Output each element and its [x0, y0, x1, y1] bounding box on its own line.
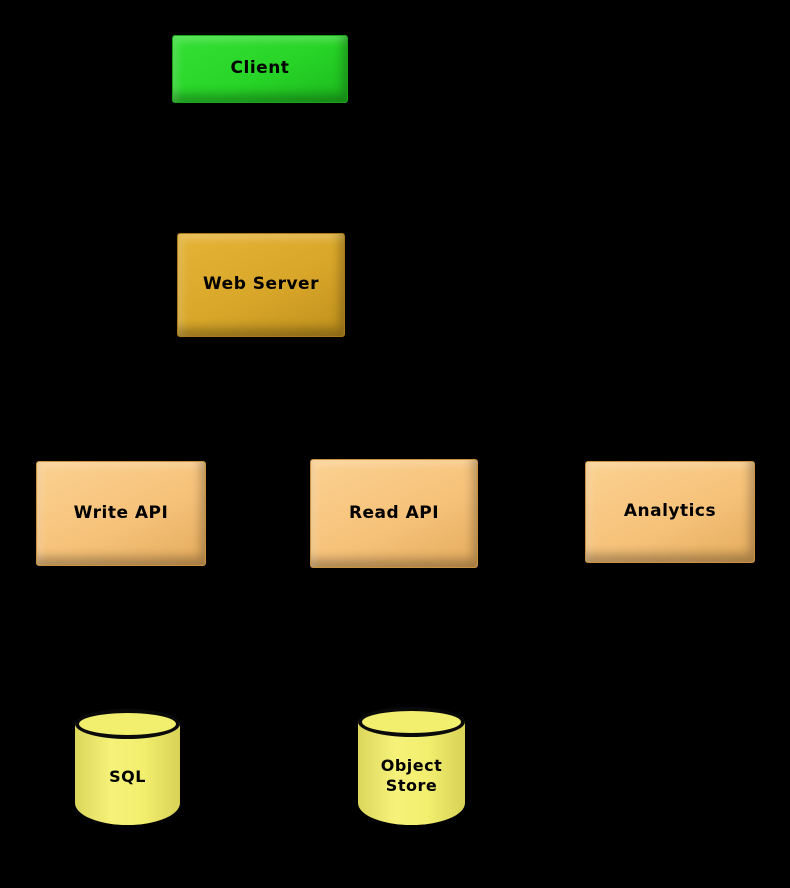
cylinder-body [358, 721, 465, 825]
cylinder-body [75, 723, 180, 825]
node-read-api: Read API [310, 459, 478, 568]
node-sql-label: SQL [109, 767, 146, 786]
node-object-store-database: Object Store [358, 707, 465, 825]
node-analytics: Analytics [585, 461, 755, 563]
node-sql-database: SQL [75, 709, 180, 825]
node-web-server-label: Web Server [203, 274, 319, 295]
node-write-api: Write API [36, 461, 206, 566]
node-write-api-label: Write API [73, 502, 169, 523]
node-read-api-label: Read API [348, 502, 440, 523]
node-client: Client [172, 35, 348, 103]
node-web-server: Web Server [177, 233, 345, 337]
cylinder-top-ellipse [358, 707, 465, 737]
node-client-label: Client [230, 58, 290, 79]
node-analytics-label: Analytics [623, 501, 717, 522]
cylinder-top-ellipse [75, 709, 180, 739]
node-object-store-label: Object Store [380, 756, 443, 795]
